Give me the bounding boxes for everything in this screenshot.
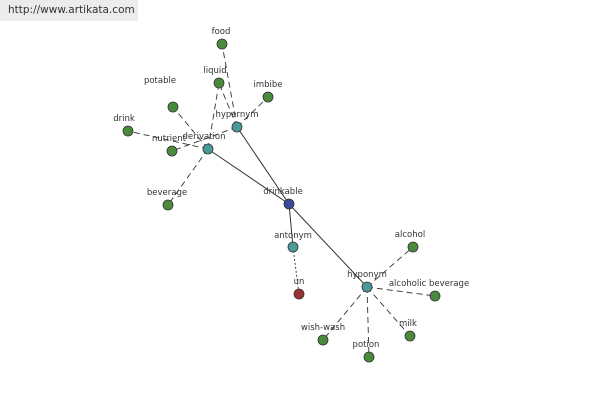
- node-alcohol[interactable]: alcohol: [395, 230, 425, 253]
- node-label-drinkable: drinkable: [263, 187, 303, 197]
- node-marker-alcohol[interactable]: [407, 241, 419, 253]
- node-label-alcohol: alcohol: [395, 230, 425, 240]
- node-marker-liquid[interactable]: [213, 77, 225, 89]
- node-liquid[interactable]: liquid: [203, 66, 227, 89]
- edge-hyponym-potion: [366, 286, 370, 358]
- node-label-potion: potion: [353, 340, 380, 350]
- node-label-alcoholic-beverage: alcoholic beverage: [389, 279, 469, 289]
- node-drink[interactable]: drink: [113, 114, 135, 137]
- node-marker-antonym[interactable]: [287, 241, 299, 253]
- node-nutrient[interactable]: nutrient: [152, 134, 187, 157]
- graph-nodes: drinkable hypernym derivation antonym hypony…: [113, 27, 469, 363]
- node-drinkable[interactable]: drinkable: [263, 187, 303, 210]
- node-hyponym[interactable]: hyponym: [347, 270, 387, 293]
- node-label-un: un: [294, 277, 305, 287]
- node-potion[interactable]: potion: [353, 340, 380, 363]
- node-marker-un[interactable]: [293, 288, 305, 300]
- node-label-antonym: antonym: [274, 231, 312, 241]
- node-hypernym[interactable]: hypernym: [215, 110, 259, 133]
- edge-drinkable-hyponym: [288, 203, 368, 288]
- node-potable[interactable]: potable: [144, 76, 179, 113]
- edge-hypernym-imbibe: [236, 96, 269, 128]
- node-marker-hypernym[interactable]: [231, 121, 243, 133]
- edge-derivation-drink: [127, 130, 209, 150]
- node-label-derivation: derivation: [182, 132, 225, 142]
- node-label-beverage: beverage: [147, 188, 187, 198]
- edge-derivation-beverage: [167, 148, 209, 206]
- node-beverage[interactable]: beverage: [147, 188, 187, 211]
- node-label-hypernym: hypernym: [215, 110, 258, 120]
- node-marker-potable[interactable]: [167, 101, 179, 113]
- node-label-nutrient: nutrient: [152, 134, 187, 144]
- edge-drinkable-antonym: [288, 203, 294, 248]
- node-marker-beverage[interactable]: [162, 199, 174, 211]
- node-derivation[interactable]: derivation: [182, 132, 226, 155]
- node-marker-drinkable[interactable]: [283, 198, 295, 210]
- node-marker-potion[interactable]: [363, 351, 375, 363]
- node-label-milk: milk: [399, 319, 417, 329]
- edge-hyponym-alcohol: [366, 246, 414, 288]
- edge-drinkable-hypernym: [236, 126, 290, 205]
- site-watermark[interactable]: http://www.artikata.com: [0, 0, 138, 21]
- edge-hyponym-milk: [366, 286, 411, 337]
- node-marker-food[interactable]: [216, 38, 228, 50]
- node-label-liquid: liquid: [203, 66, 226, 76]
- node-alcoholic-beverage[interactable]: alcoholic beverage: [389, 279, 469, 302]
- node-label-drink: drink: [113, 114, 135, 124]
- edge-hypernym-food: [221, 43, 238, 128]
- node-marker-hyponym[interactable]: [361, 281, 373, 293]
- edge-hyponym-wish-wash: [322, 286, 368, 341]
- node-wish-wash[interactable]: wish-wash: [301, 323, 345, 346]
- node-un[interactable]: un: [293, 277, 305, 300]
- node-milk[interactable]: milk: [399, 319, 417, 342]
- node-antonym[interactable]: antonym: [274, 231, 312, 253]
- edge-hypernym-nutrient: [171, 126, 238, 152]
- node-label-potable: potable: [144, 76, 176, 86]
- node-label-hyponym: hyponym: [347, 270, 387, 280]
- edge-derivation-liquid: [207, 82, 220, 150]
- graph-edges: [127, 43, 436, 358]
- node-label-food: food: [212, 27, 231, 37]
- node-marker-alcoholic-beverage[interactable]: [429, 290, 441, 302]
- node-marker-nutrient[interactable]: [166, 145, 178, 157]
- node-label-wish-wash: wish-wash: [301, 323, 345, 333]
- node-marker-milk[interactable]: [404, 330, 416, 342]
- edge-hypernym-liquid: [218, 82, 238, 128]
- edge-hyponym-alcoholic-beverage: [366, 286, 436, 297]
- edge-drinkable-derivation: [207, 148, 290, 205]
- node-marker-wish-wash[interactable]: [317, 334, 329, 346]
- node-marker-drink[interactable]: [122, 125, 134, 137]
- node-marker-derivation[interactable]: [202, 143, 214, 155]
- edge-derivation-potable: [172, 106, 209, 150]
- node-food[interactable]: food: [212, 27, 231, 50]
- node-label-imbibe: imbibe: [253, 80, 282, 90]
- node-imbibe[interactable]: imbibe: [253, 80, 283, 103]
- node-marker-imbibe[interactable]: [262, 91, 274, 103]
